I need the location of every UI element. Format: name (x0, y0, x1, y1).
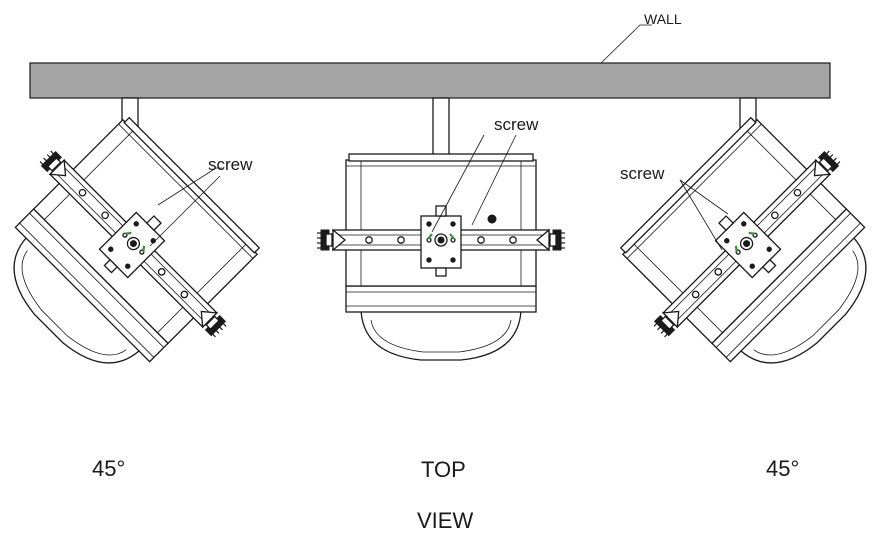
center-housing-screw (487, 214, 497, 224)
screw-right-leader-1 (679, 179, 729, 215)
screw-left-leader-1 (157, 167, 222, 206)
wall-label: WALL (644, 11, 682, 27)
top-label: TOP (421, 457, 466, 482)
screw-right-label: screw (620, 164, 665, 183)
screw-center-leader-1 (431, 134, 485, 233)
fixture-right-icon (596, 93, 878, 418)
angle-right-label: 45° (766, 456, 799, 481)
screw-right-leader-2 (679, 179, 723, 251)
fixture-left-icon (0, 93, 284, 418)
right-fixture (596, 93, 878, 418)
view-label: VIEW (417, 508, 473, 533)
fixture-center-icon (315, 152, 567, 362)
left-fixture (0, 93, 284, 418)
screw-center-label: screw (494, 115, 539, 134)
wall-leader-line (600, 24, 652, 64)
wall-bar (29, 62, 831, 99)
screw-left-leader-2 (149, 175, 221, 247)
screw-left-label: screw (208, 155, 253, 174)
center-fixture (315, 97, 567, 362)
angle-left-label: 45° (92, 456, 125, 481)
screw-center-leader-2 (471, 134, 517, 226)
